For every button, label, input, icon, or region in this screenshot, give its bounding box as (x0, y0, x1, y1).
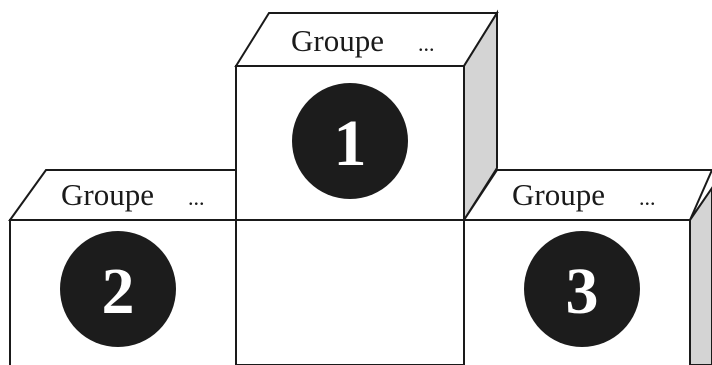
rank-number-second: 2 (102, 255, 135, 328)
podium-block-third: Groupe ... 3 (464, 170, 712, 365)
podium-block-first: Groupe ... 1 (236, 13, 497, 365)
podium-block-second: Groupe ... 2 (10, 170, 236, 365)
group-label-third: Groupe (512, 177, 605, 212)
group-ellipsis-second: ... (188, 185, 205, 210)
rank-number-third: 3 (566, 255, 599, 328)
block-third-side-face (690, 188, 712, 365)
group-ellipsis-third: ... (639, 185, 656, 210)
group-label-first: Groupe (291, 23, 384, 58)
group-ellipsis-first: ... (418, 31, 435, 56)
group-label-second: Groupe (61, 177, 154, 212)
rank-number-first: 1 (334, 107, 367, 180)
